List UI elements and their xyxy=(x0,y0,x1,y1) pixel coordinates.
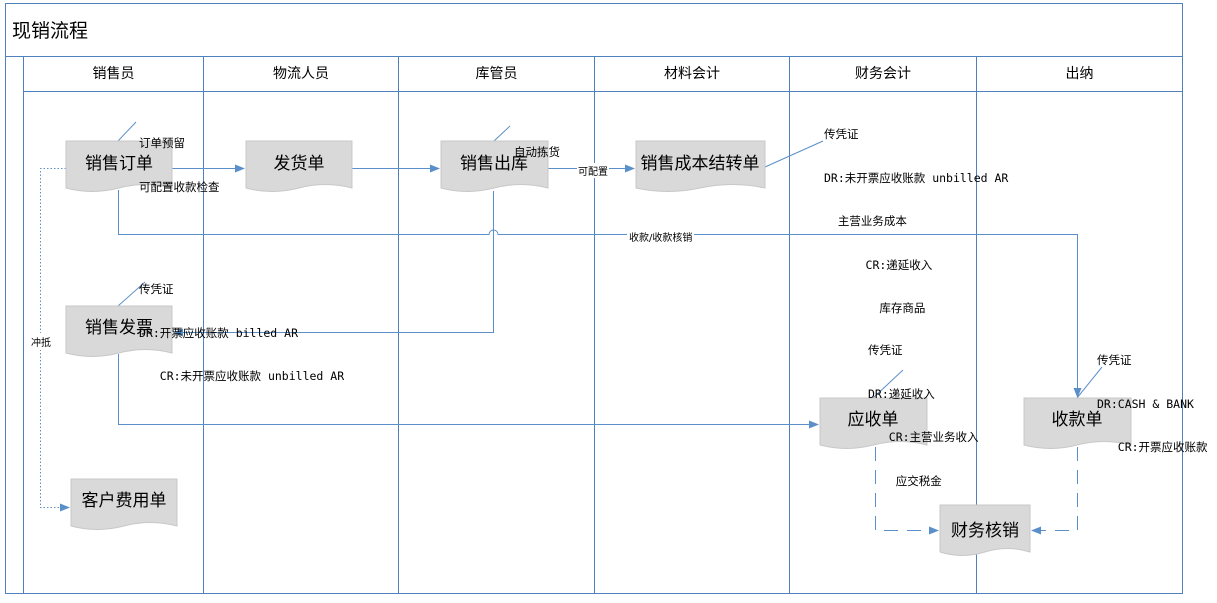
node-sales-order: 销售订单 xyxy=(85,154,153,174)
doc-sales-invoice xyxy=(65,305,173,357)
doc-cost-carryover xyxy=(635,140,766,192)
doc-delivery-order xyxy=(245,140,353,192)
edge-label-offset: 冲抵 xyxy=(31,333,51,350)
leader-cost xyxy=(764,140,824,168)
lane-header-cashier: 出纳 xyxy=(1065,66,1094,82)
lane-header-warehouse: 库管员 xyxy=(475,66,518,82)
lane-header-logistics: 物流人员 xyxy=(273,66,329,82)
doc-sales-outbound xyxy=(440,140,549,192)
node-customer-expense: 客户费用单 xyxy=(82,491,167,511)
edge-outbound-to-invoice xyxy=(173,191,494,337)
page-title: 现销流程 xyxy=(12,20,89,42)
annotation-receivable-voucher: 传凭证 DR:递延收入 CR:主营业务收入 应交税金 xyxy=(868,343,979,488)
lane-header-material-accounting: 材料会计 xyxy=(664,66,720,82)
edge-receipt-to-settlement xyxy=(1031,447,1078,535)
leader-receivable xyxy=(872,369,904,399)
annotation-cost-voucher: 传凭证 DR:未开票应收账款 unbilled AR 主营业务成本 CR:递延收… xyxy=(824,127,1009,315)
doc-sales-order xyxy=(65,140,173,192)
frame xyxy=(5,3,1183,594)
node-delivery-order: 发货单 xyxy=(274,154,325,174)
connectors xyxy=(40,121,1103,535)
edge-label-configurable: 可配置 xyxy=(577,163,609,178)
doc-receivable xyxy=(819,397,928,449)
doc-receipt xyxy=(1023,397,1132,449)
leader-invoice xyxy=(117,281,146,307)
leader-picking xyxy=(493,125,511,142)
leader-order xyxy=(117,121,137,142)
node-sales-invoice: 销售发票 xyxy=(85,318,153,338)
node-cost-carryover: 销售成本结转单 xyxy=(641,154,760,174)
node-settlement: 财务核销 xyxy=(951,521,1019,541)
edge-order-to-receipt xyxy=(118,190,1082,398)
doc-shapes xyxy=(65,140,1132,556)
leader-receipt xyxy=(1076,366,1103,399)
node-labels: 销售订单 发货单 销售出库 销售成本结转单 销售发票 客户费用单 应收单 收款单… xyxy=(82,154,1103,541)
annotation-picking-note: 自动拣货 xyxy=(514,145,560,159)
node-sales-outbound: 销售出库 xyxy=(460,154,528,174)
node-receivable: 应收单 xyxy=(848,410,899,430)
edge-label-collect-settle: 收款/收款核销 xyxy=(627,229,695,244)
doc-customer-expense xyxy=(70,478,178,530)
edge-receivable-to-settlement xyxy=(875,447,939,535)
annotation-order-note: 订单预留 可配置收款检查 xyxy=(139,136,220,194)
doc-settlement xyxy=(939,504,1031,556)
annotation-invoice-voucher: 传凭证 DR:开票应收账款 billed AR CR:未开票应收账款 unbil… xyxy=(139,282,345,383)
annotation-receipt-voucher: 传凭证 DR:CASH & BANK CR:开票应收账款 xyxy=(1097,353,1208,454)
node-receipt: 收款单 xyxy=(1052,410,1103,430)
edge-offset-dotted xyxy=(40,168,70,512)
edge-invoice-to-receivable xyxy=(118,354,819,429)
lane-header-sales: 销售员 xyxy=(92,66,135,82)
lane-header-finance-accounting: 财务会计 xyxy=(855,66,911,82)
